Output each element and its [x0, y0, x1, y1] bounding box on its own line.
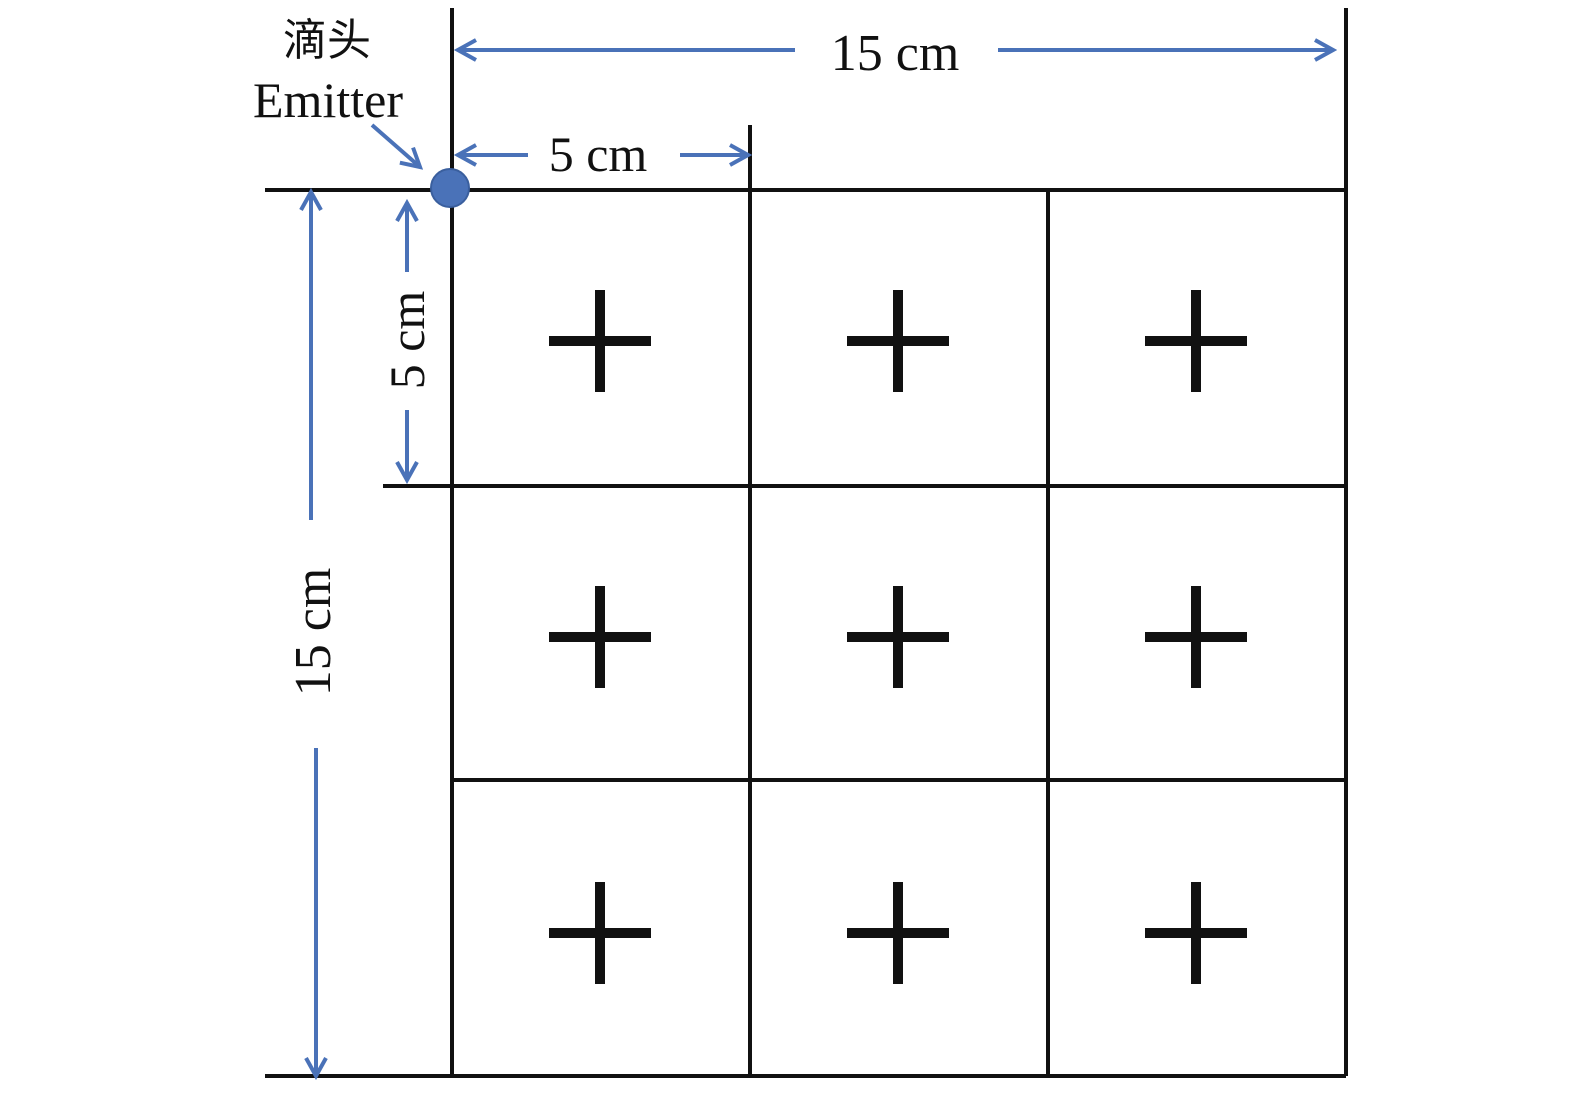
plus-icon [549, 882, 651, 984]
plus-icon [1145, 290, 1247, 392]
grid-lines [265, 8, 1348, 1078]
cell-width-label: 5 cm [549, 126, 648, 182]
dimension-arrows [311, 50, 1333, 1076]
emitter-pointer-arrow [370, 123, 420, 167]
plus-icon [1145, 882, 1247, 984]
plus-icon [549, 586, 651, 688]
plus-icon [847, 586, 949, 688]
emitter-dot [430, 168, 470, 208]
total-height-label: 15 cm [285, 568, 342, 697]
plus-icon [1145, 586, 1247, 688]
total-width-label: 15 cm [831, 25, 960, 82]
cell-height-label: 5 cm [379, 291, 435, 390]
emitter-label-cn: 滴头 [283, 16, 371, 65]
plus-icon [549, 290, 651, 392]
plus-icon [847, 882, 949, 984]
plus-markers [549, 290, 1247, 984]
emitter-label-en: Emitter [253, 72, 403, 128]
plus-icon [847, 290, 949, 392]
